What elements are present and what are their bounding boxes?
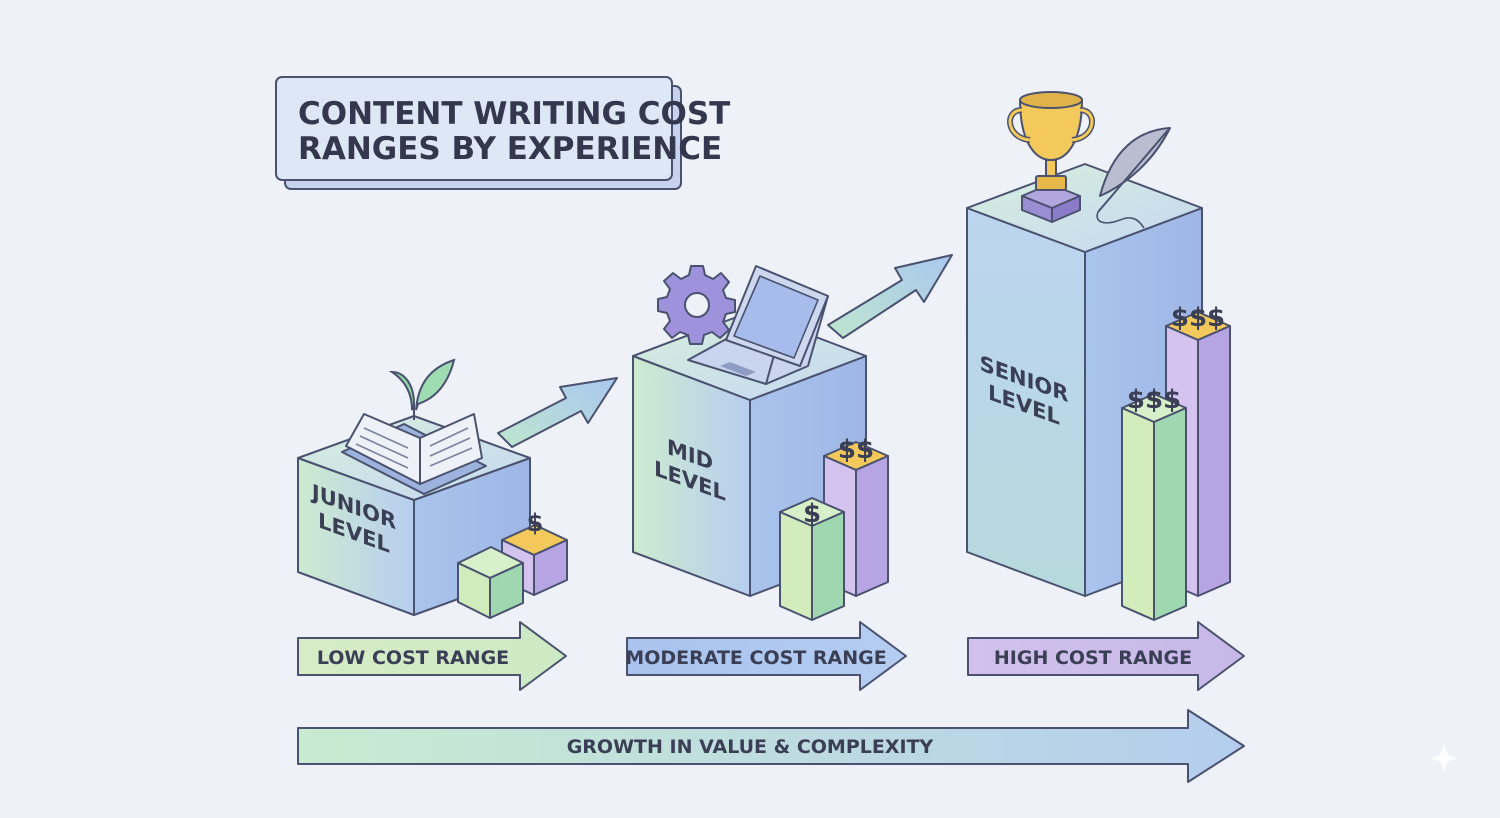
mid-double-dollar: $$ [838,435,874,465]
senior-cost-bars: $$$ $$$ [1121,303,1231,621]
growth-arrow: GROWTH IN VALUE & COMPLEXITY [297,709,1245,783]
laptop-and-gear-icon [657,265,829,385]
moderate-cost-range-arrow: MODERATE COST RANGE [625,621,907,691]
senior-dollar-left: $$$ [1127,385,1181,415]
growth-label: GROWTH IN VALUE & COMPLEXITY [567,736,934,758]
high-cost-range-arrow: HIGH COST RANGE [967,621,1245,691]
mid-cost-bars: $$ $ [779,435,889,621]
junior-cost-cubes: $ [457,509,568,619]
title-line-1: CONTENT WRITING COST [298,96,730,132]
low-cost-range-arrow: LOW COST RANGE [297,621,567,691]
moderate-cost-range-label: MODERATE COST RANGE [625,647,886,669]
open-book-with-sprout-icon [341,358,487,495]
arrow-mid-to-senior [827,254,953,339]
senior-dollar-right: $$$ [1171,303,1225,333]
high-cost-range-label: HIGH COST RANGE [994,647,1192,669]
title-box: CONTENT WRITING COST RANGES BY EXPERIENC… [275,76,730,190]
trophy-and-quill-icon [1007,91,1171,229]
mid-single-dollar: $ [803,499,821,529]
arrow-junior-to-mid [497,377,618,448]
junior-dollar-sign: $ [527,509,544,537]
sparkle-icon [1430,742,1458,774]
low-cost-range-label: LOW COST RANGE [317,647,509,669]
title-line-2: RANGES BY EXPERIENCE [298,131,722,167]
